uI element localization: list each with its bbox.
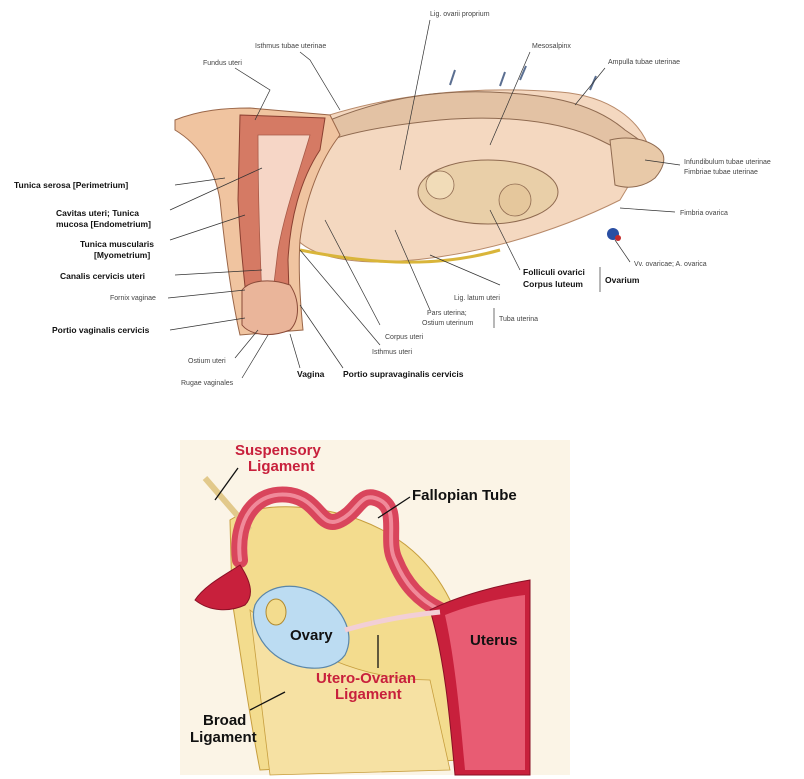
label-ampulla: Ampulla tubae uterinae — [608, 59, 680, 66]
label-mesosalpinx: Mesosalpinx — [532, 43, 571, 50]
label-fallopian-tube: Fallopian Tube — [412, 487, 517, 504]
label-fundus: Fundus uteri — [203, 60, 242, 67]
label-utero-ovarian-1: Utero-Ovarian — [316, 670, 416, 687]
label-vagina: Vagina — [297, 369, 325, 379]
label-cavitas-2: mucosa [Endometrium] — [56, 219, 151, 229]
ovarian-artery-shape — [615, 235, 621, 241]
ovary-follicle-shape — [266, 599, 286, 625]
label-fimbria-ovarica: Fimbria ovarica — [680, 210, 728, 217]
label-rugae: Rugae vaginales — [181, 380, 234, 387]
label-ostium-uterinum: Ostium uterinum — [422, 320, 474, 327]
label-isthmus-tubae: Isthmus tubae uterinae — [255, 43, 326, 50]
follicle-shape — [426, 171, 454, 199]
label-pars-uterina: Pars uterina; — [427, 310, 467, 317]
label-lig-latum: Lig. latum uteri — [454, 295, 500, 302]
label-tunica-serosa: Tunica serosa [Perimetrium] — [14, 180, 128, 190]
label-suspensory-2: Ligament — [248, 458, 315, 475]
label-isthmus-uteri: Isthmus uteri — [372, 349, 413, 356]
cervix-shape — [242, 281, 298, 335]
label-ovary: Ovary — [290, 627, 333, 644]
label-folliculi: Folliculi ovarici — [523, 267, 585, 277]
label-ostium-uteri: Ostium uteri — [188, 358, 226, 365]
label-canalis: Canalis cervicis uteri — [60, 271, 145, 281]
label-tunica-muscularis-2: [Myometrium] — [94, 250, 150, 260]
label-tunica-muscularis-1: Tunica muscularis — [80, 239, 154, 249]
label-portio-supravaginalis: Portio supravaginalis cervicis — [343, 369, 464, 379]
label-tuba-uterina: Tuba uterina — [499, 316, 538, 323]
label-suspensory-1: Suspensory — [235, 442, 322, 459]
label-corpus-uteri: Corpus uteri — [385, 334, 424, 341]
label-infundibulum: Infundibulum tubae uterinae — [684, 159, 771, 166]
label-fimbriae: Fimbriae tubae uterinae — [684, 169, 758, 176]
label-fornix: Fornix vaginae — [110, 295, 156, 302]
label-corpus-luteum: Corpus luteum — [523, 279, 583, 289]
spikes — [450, 66, 596, 90]
label-lig-ovarii-proprium: Lig. ovarii proprium — [430, 11, 490, 18]
label-portio-vaginalis: Portio vaginalis cervicis — [52, 325, 150, 335]
label-broad-2: Ligament — [190, 729, 257, 746]
label-ovarium: Ovarium — [605, 275, 640, 285]
label-utero-ovarian-2: Ligament — [335, 686, 402, 703]
label-uterus: Uterus — [470, 632, 518, 649]
fimbriae-shape — [610, 138, 664, 187]
corpus-luteum-shape — [499, 184, 531, 216]
label-cavitas-1: Cavitas uteri; Tunica — [56, 208, 139, 218]
label-broad-1: Broad — [203, 712, 246, 729]
label-vv-ovaricae: Vv. ovaricae; A. ovarica — [634, 261, 707, 268]
bottom-anatomy-figure: Suspensory Ligament Fallopian Tube Ovary… — [180, 440, 570, 775]
top-anatomy-figure: Lig. ovarii proprium Isthmus tubae uteri… — [14, 11, 771, 387]
